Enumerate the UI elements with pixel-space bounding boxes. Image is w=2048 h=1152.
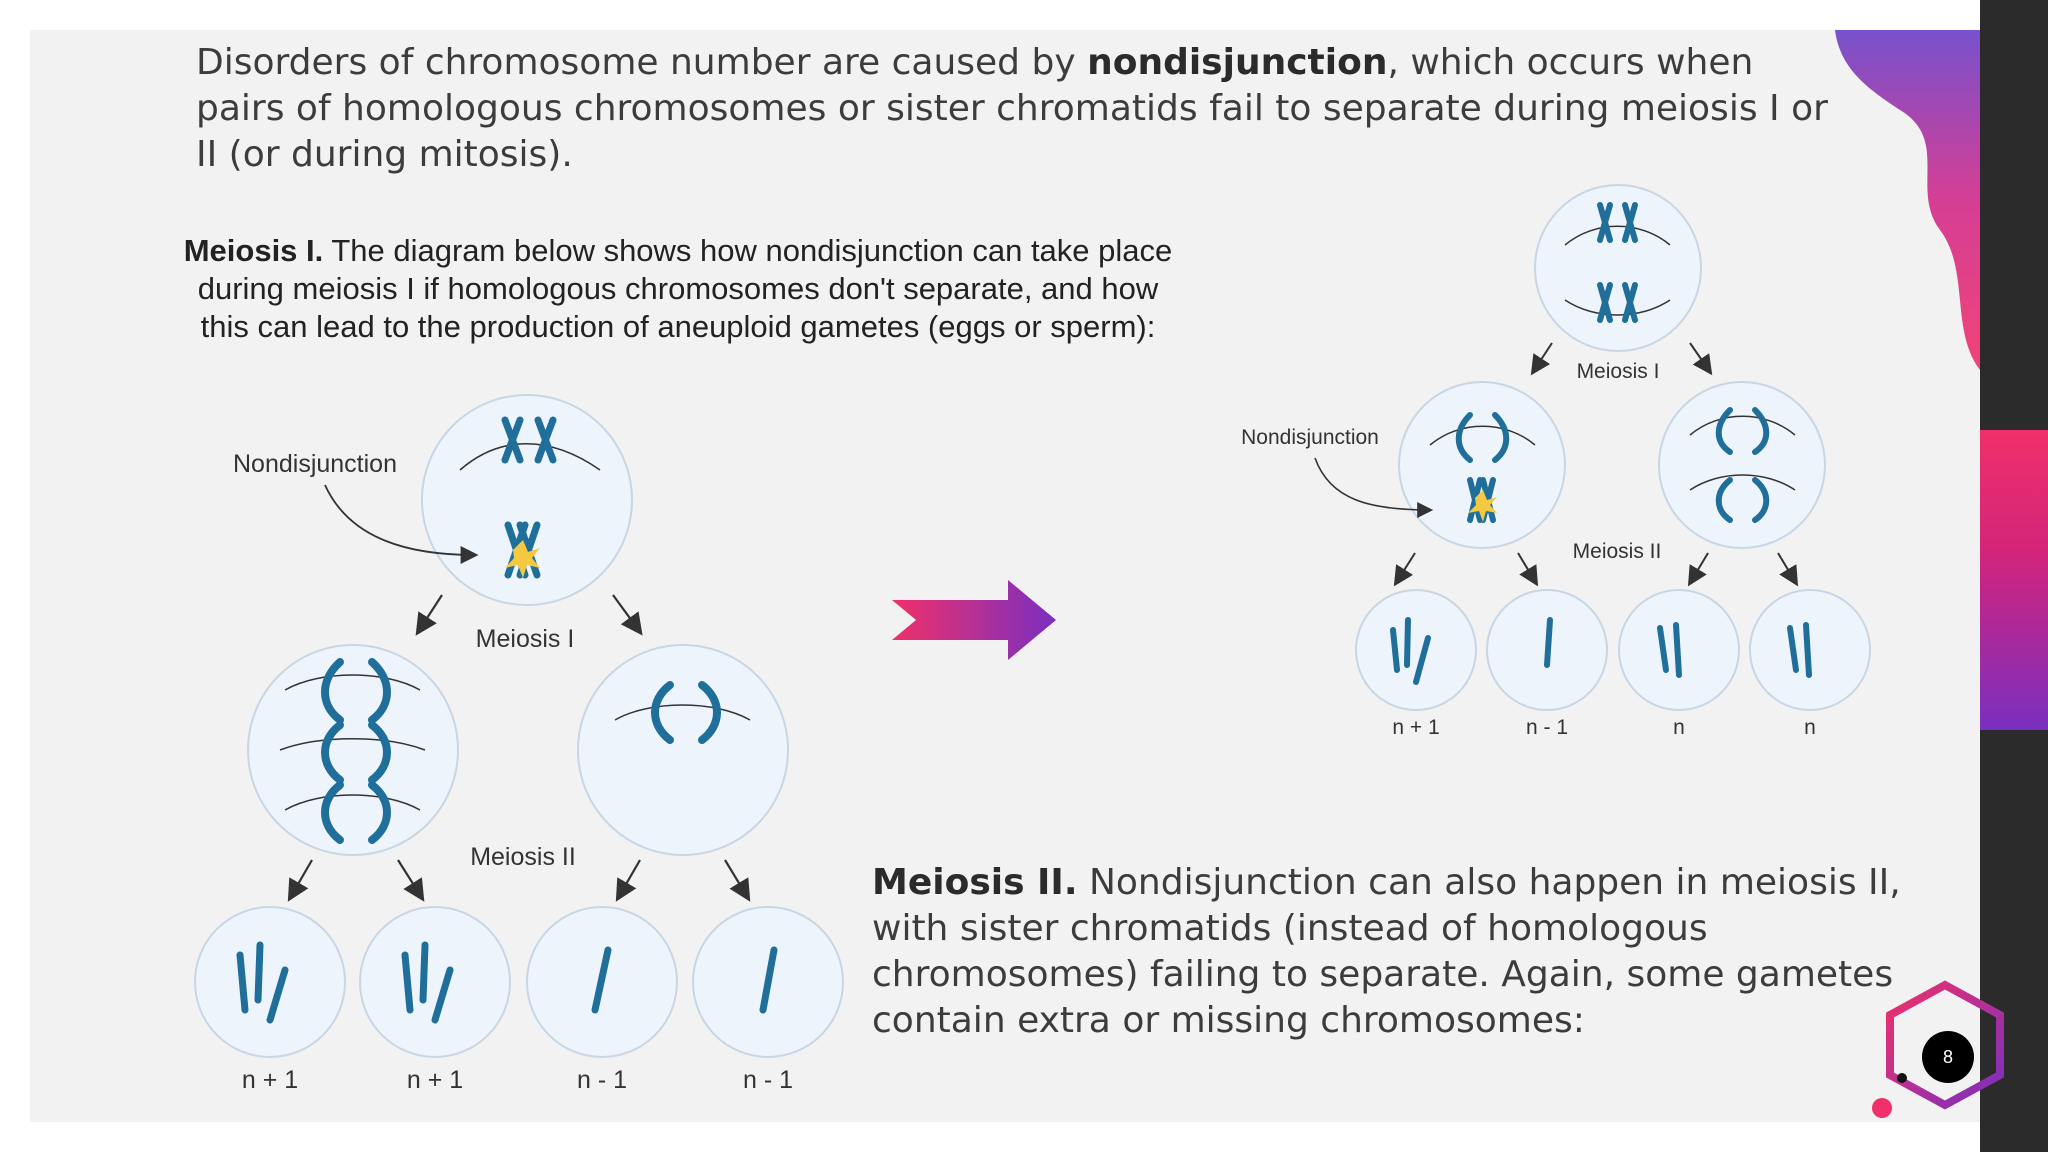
gamete-label: n - 1 [577,1066,627,1094]
meiosis2-label: Meiosis II [470,843,576,871]
right-decorative-bar [1980,0,2048,1152]
nondisjunction-label: Nondisjunction [1241,426,1379,449]
decorative-hexagon [1872,980,2004,1118]
meiosis2-diagram: Meiosis I Nondisjunction Meiosis II n + … [1241,184,1871,739]
gamete-label: n + 1 [407,1066,463,1094]
page-number-badge: 8 [1922,1031,1974,1083]
nondisjunction-label: Nondisjunction [233,450,397,478]
decorative-swoosh [1835,30,1980,370]
gamete-label: n [1673,716,1685,739]
gamete-label: n + 1 [1392,716,1439,739]
meiosis1-label: Meiosis I [476,625,575,653]
gamete-label: n + 1 [242,1066,298,1094]
gamete-label: n [1804,716,1816,739]
right-arrow-icon [892,580,1056,660]
meiosis2-description: Meiosis II. Nondisjunction can also happ… [872,862,1901,1041]
meiosis1-description: Meiosis I. The diagram below shows how n… [183,233,1173,344]
gamete-label: n - 1 [1526,716,1568,739]
gamete-label: n - 1 [743,1066,793,1094]
meiosis2-label: Meiosis II [1573,540,1662,563]
meiosis1-label: Meiosis I [1577,360,1660,383]
intro-paragraph: Disorders of chromosome number are cause… [196,42,1828,175]
meiosis1-diagram: Nondisjunction Meiosis I Meiosis II n + … [194,394,844,1094]
